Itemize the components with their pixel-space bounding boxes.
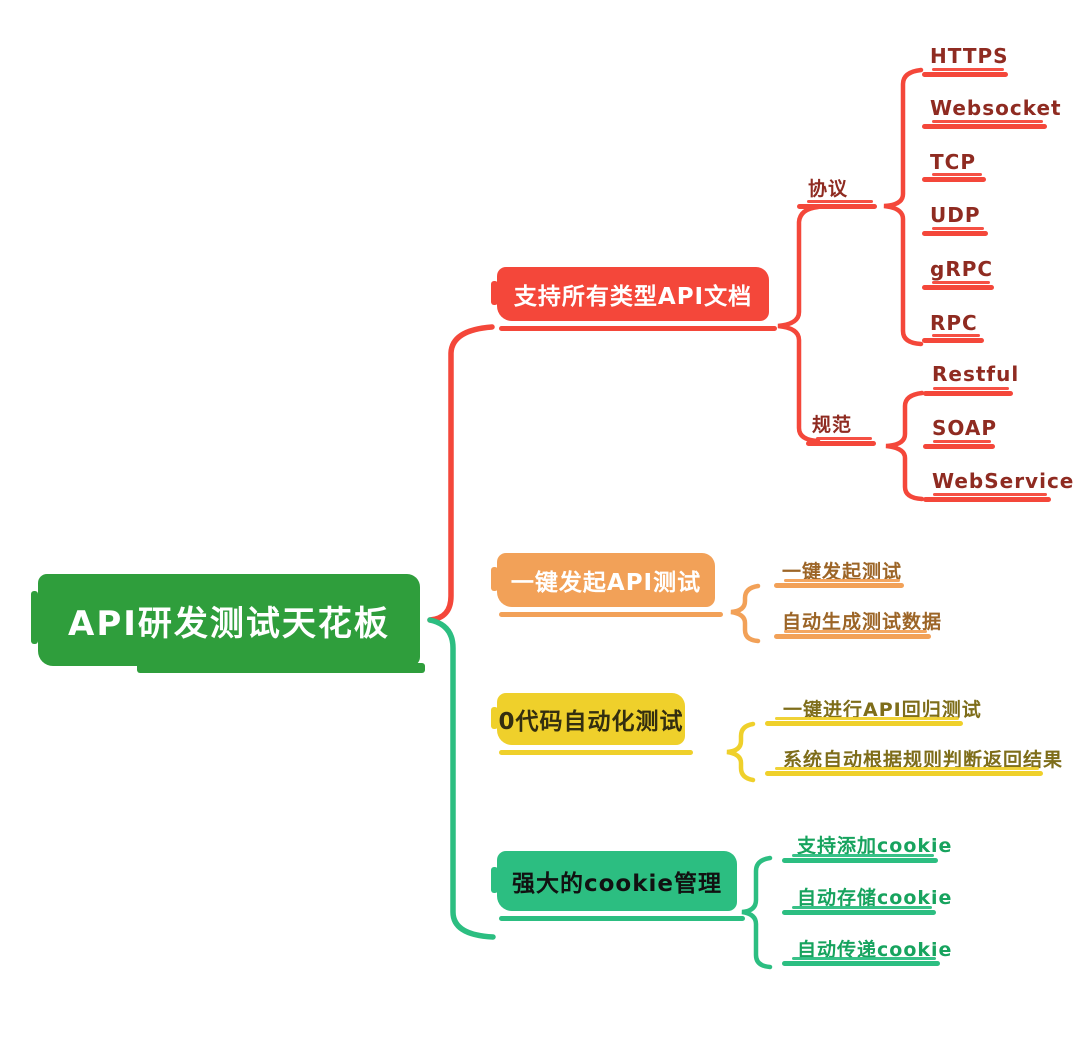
leaf-restful[interactable]: Restful: [932, 362, 1020, 386]
leaf-auto-judge[interactable]: 系统自动根据规则判断返回结果: [783, 749, 1064, 771]
leaf-store-cookie[interactable]: 自动存储cookie: [797, 887, 953, 909]
leaf-rpc[interactable]: RPC: [930, 311, 978, 335]
leaf-grpc[interactable]: gRPC: [930, 257, 994, 281]
brace-api-doc-groups: [777, 204, 821, 444]
underline: [765, 717, 963, 726]
underline: [922, 281, 994, 290]
underline: [806, 437, 876, 446]
underline: [774, 579, 904, 588]
branch-node-cookie[interactable]: 强大的cookie管理: [491, 851, 745, 921]
underline: [922, 334, 984, 343]
root-brace-top: [427, 324, 495, 623]
root-brace-bottom: [427, 617, 496, 940]
underline: [782, 854, 938, 863]
leaf-tcp[interactable]: TCP: [930, 150, 976, 174]
branch-node-api-docs[interactable]: 支持所有类型API文档: [491, 267, 777, 331]
underline: [765, 767, 1043, 776]
underline: [797, 200, 877, 209]
leaf-soap[interactable]: SOAP: [932, 416, 998, 440]
leaf-pass-cookie[interactable]: 自动传递cookie: [797, 939, 953, 961]
leaf-webservice[interactable]: WebService: [932, 469, 1075, 493]
branch-node-one-click-test[interactable]: 一键发起API测试: [491, 553, 723, 617]
underline: [922, 227, 988, 236]
underline: [923, 440, 995, 449]
branch-label: 一键发起API测试: [510, 570, 702, 596]
leaf-regression-test[interactable]: 一键进行API回归测试: [783, 699, 982, 721]
underline: [923, 493, 1051, 502]
brace-protocols: [883, 67, 924, 347]
branch-label: 0代码自动化测试: [498, 709, 684, 735]
brace-api-test: [730, 583, 761, 644]
branch-label: 强大的cookie管理: [511, 871, 722, 897]
underline: [774, 630, 931, 639]
underline: [922, 173, 986, 182]
branch-node-zero-code[interactable]: 0代码自动化测试: [491, 693, 693, 755]
leaf-auto-gen-data[interactable]: 自动生成测试数据: [782, 611, 943, 633]
branch-label: 支持所有类型API文档: [513, 284, 753, 310]
brace-auto-test: [726, 721, 756, 783]
root-node[interactable]: API研发测试天花板: [31, 574, 426, 673]
brace-cookie: [741, 855, 773, 970]
leaf-add-cookie[interactable]: 支持添加cookie: [797, 835, 953, 857]
underline: [782, 906, 936, 915]
underline: [922, 68, 1008, 77]
brace-specs: [885, 390, 925, 502]
leaf-https[interactable]: HTTPS: [930, 44, 1009, 68]
leaf-udp[interactable]: UDP: [930, 203, 981, 227]
group-spec[interactable]: 规范: [812, 414, 853, 436]
underline: [923, 387, 1013, 396]
root-label: API研发测试天花板: [68, 603, 390, 644]
underline: [782, 957, 940, 966]
underline: [922, 120, 1047, 129]
leaf-websocket[interactable]: Websocket: [930, 96, 1062, 120]
leaf-one-click-run[interactable]: 一键发起测试: [782, 561, 903, 583]
group-protocol[interactable]: 协议: [808, 178, 849, 200]
